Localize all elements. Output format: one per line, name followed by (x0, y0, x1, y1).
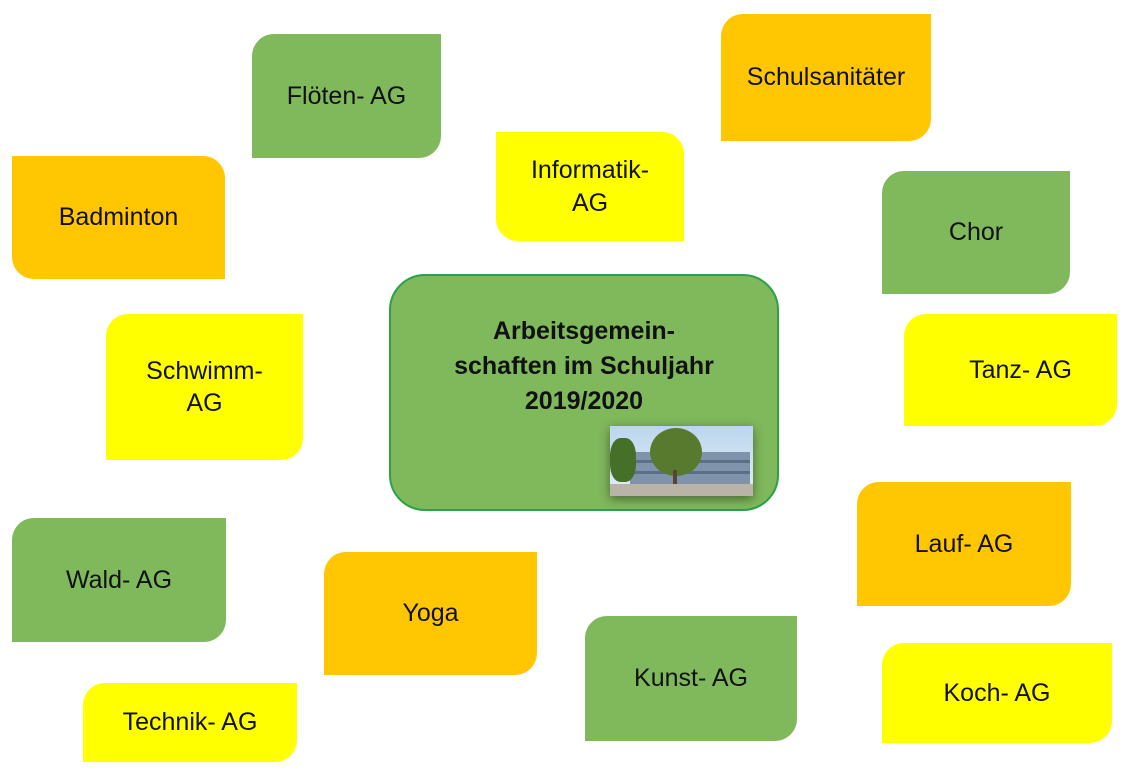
box-floeten: Flöten- AG (252, 34, 441, 158)
school-building-photo (610, 426, 753, 496)
box-lauf: Lauf- AG (857, 482, 1071, 606)
box-wald: Wald- AG (12, 518, 226, 642)
box-schulsanitaeter: Schulsanitäter (721, 14, 931, 141)
box-technik: Technik- AG (83, 683, 297, 762)
box-schwimm: Schwimm- AG (106, 314, 303, 460)
box-koch: Koch- AG (882, 643, 1112, 743)
box-kunst: Kunst- AG (585, 616, 797, 741)
box-tanz: Tanz- AG (904, 314, 1117, 426)
center-title: Arbeitsgemein- schaften im Schuljahr 201… (454, 317, 714, 415)
box-yoga: Yoga (324, 552, 537, 675)
box-chor: Chor (882, 171, 1070, 294)
box-informatik: Informatik- AG (496, 132, 684, 241)
box-badminton: Badminton (12, 156, 225, 279)
center-node: Arbeitsgemein- schaften im Schuljahr 201… (389, 274, 779, 511)
